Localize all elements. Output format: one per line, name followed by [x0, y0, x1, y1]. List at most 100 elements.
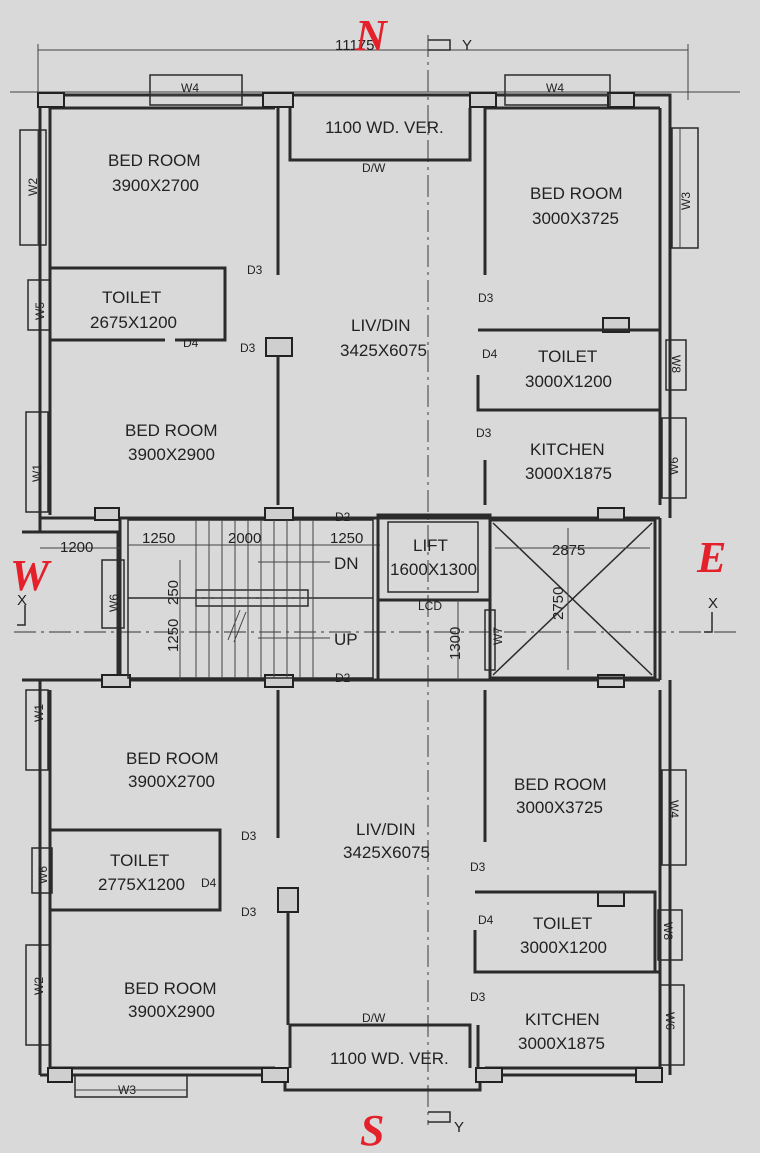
- north-bed-w-size: 3900X2900: [128, 445, 215, 464]
- south-bed-w2-size: 3900X2900: [128, 1002, 215, 1021]
- south-kitchen-name: KITCHEN: [525, 1010, 600, 1029]
- north-door-d3-c: D3: [478, 291, 494, 305]
- window-w1-left-mid: [25, 411, 49, 513]
- south-toilet-e-size: 3000X1200: [520, 938, 607, 957]
- window-w5-left: [27, 279, 51, 331]
- south-veranda-label: 1100 WD. VER.: [330, 1049, 449, 1068]
- section-mark-y-bottom: Y: [454, 1119, 464, 1136]
- lift-lcd-label: LCD: [418, 599, 442, 613]
- south-bed-w2-name: BED ROOM: [124, 979, 217, 998]
- lift-name: LIFT: [413, 536, 448, 555]
- section-mark-y-top: Y: [462, 37, 472, 54]
- north-toilet-w-name: TOILET: [102, 288, 161, 307]
- south-bed-se-size: 3000X3725: [516, 798, 603, 817]
- window-label-w3-bottom: W3: [118, 1083, 136, 1097]
- window-label-w6-right-mid: W6: [667, 457, 681, 475]
- north-door-d3-b: D3: [240, 341, 256, 355]
- north-toilet-w-door: D4: [183, 336, 199, 350]
- window-label-w1-left-lower: W1: [32, 704, 46, 722]
- north-livdin-name: LIV/DIN: [351, 316, 411, 335]
- window-w4-top-right: [504, 74, 611, 106]
- window-w3-bottom: [74, 1074, 188, 1098]
- north-kitchen-name: KITCHEN: [530, 440, 605, 459]
- south-livdin-name: LIV/DIN: [356, 820, 416, 839]
- window-label-w6-right-bottom: W6: [663, 1012, 677, 1030]
- core-dimension-lines: [40, 544, 380, 680]
- north-toilet-e-name: TOILET: [538, 347, 597, 366]
- window-w7-lift: [484, 609, 496, 671]
- north-door-d3-a: D3: [247, 263, 263, 277]
- staircase: [127, 519, 374, 679]
- core-door-d2-bottom: D2: [335, 671, 351, 685]
- south-toilet-e-door: D4: [478, 913, 494, 927]
- window-label-w6-stair: W6: [107, 594, 121, 612]
- south-veranda-door: D/W: [362, 1011, 386, 1025]
- dim-1250-a: 1250: [142, 530, 175, 547]
- window-label-w8-right-lower: W8: [661, 922, 675, 940]
- window-label-w1-left-mid: W1: [30, 464, 44, 482]
- south-toilet-w-name: TOILET: [110, 851, 169, 870]
- window-label-w5-left: W5: [33, 302, 47, 320]
- window-label-w8-right-top: W8: [669, 355, 683, 373]
- south-door-d3-d: D3: [470, 990, 486, 1004]
- compass-west: W: [10, 551, 52, 600]
- south-door-d3-b: D3: [241, 905, 257, 919]
- core-door-d2-top: D2: [335, 510, 351, 524]
- window-w2-left-bottom: [25, 944, 51, 1046]
- window-label-w4-top-left: W4: [181, 81, 199, 95]
- south-bed-se-name: BED ROOM: [514, 775, 607, 794]
- window-w6-right-bottom: [659, 984, 685, 1066]
- dim-1250-b: 1250: [330, 530, 363, 547]
- north-interior-walls: [48, 108, 662, 515]
- north-bed-ne-name: BED ROOM: [530, 184, 623, 203]
- window-label-w4-right-lower: W4: [667, 800, 681, 818]
- south-kitchen-size: 3000X1875: [518, 1034, 605, 1053]
- south-bed-sw-name: BED ROOM: [126, 749, 219, 768]
- south-door-d3-c: D3: [470, 860, 486, 874]
- north-toilet-e-size: 3000X1200: [525, 372, 612, 391]
- north-veranda-door: D/W: [362, 161, 386, 175]
- section-mark-x-right: X: [708, 595, 718, 612]
- north-door-d3-d: D3: [476, 426, 492, 440]
- dim-1300: 1300: [447, 627, 464, 660]
- stair-up-label: UP: [334, 630, 358, 649]
- window-label-w3-right-top: W3: [679, 192, 693, 210]
- north-bed-nw-name: BED ROOM: [108, 151, 201, 170]
- stair-treads: [195, 520, 330, 678]
- window-label-w2-left-bottom: W2: [32, 977, 46, 995]
- north-veranda-label: 1100 WD. VER.: [325, 118, 444, 137]
- north-bed-ne-size: 3000X3725: [532, 209, 619, 228]
- section-line-y: [427, 35, 451, 1125]
- compass-south: S: [360, 1106, 384, 1153]
- compass-east: E: [696, 533, 726, 582]
- south-bed-sw-size: 3900X2700: [128, 772, 215, 791]
- window-w1-left-lower: [25, 689, 49, 771]
- section-mark-x-left: X: [17, 592, 27, 609]
- south-toilet-w-door: D4: [201, 876, 217, 890]
- window-label-w4-top-right: W4: [546, 81, 564, 95]
- compass-north: N: [354, 11, 389, 60]
- window-w6-stair: [101, 559, 125, 629]
- south-toilet-e-name: TOILET: [533, 914, 592, 933]
- north-toilet-e-door: D4: [482, 347, 498, 361]
- window-w2-left-top: [19, 129, 47, 246]
- duct-void: [488, 518, 657, 680]
- south-door-d3-a: D3: [241, 829, 257, 843]
- window-w3-right-top: [671, 127, 699, 249]
- window-label-w7-lift: W7: [491, 627, 505, 645]
- lift-size: 1600X1300: [390, 560, 477, 579]
- north-bed-w-name: BED ROOM: [125, 421, 218, 440]
- south-toilet-w-size: 2775X1200: [98, 875, 185, 894]
- dim-250: 250: [165, 580, 182, 605]
- window-w4-right-lower: [661, 769, 687, 866]
- window-w6-left-lower: [31, 847, 53, 894]
- north-livdin-size: 3425X6075: [340, 341, 427, 360]
- north-kitchen-size: 3000X1875: [525, 464, 612, 483]
- window-label-w6-left-lower: W6: [36, 866, 50, 884]
- window-w8-right-lower: [657, 909, 683, 961]
- overall-dimension: 11175: [335, 37, 375, 54]
- window-w8-right-top: [665, 339, 687, 391]
- north-bed-nw-size: 3900X2700: [112, 176, 199, 195]
- north-toilet-w-size: 2675X1200: [90, 313, 177, 332]
- dim-2875: 2875: [552, 542, 585, 559]
